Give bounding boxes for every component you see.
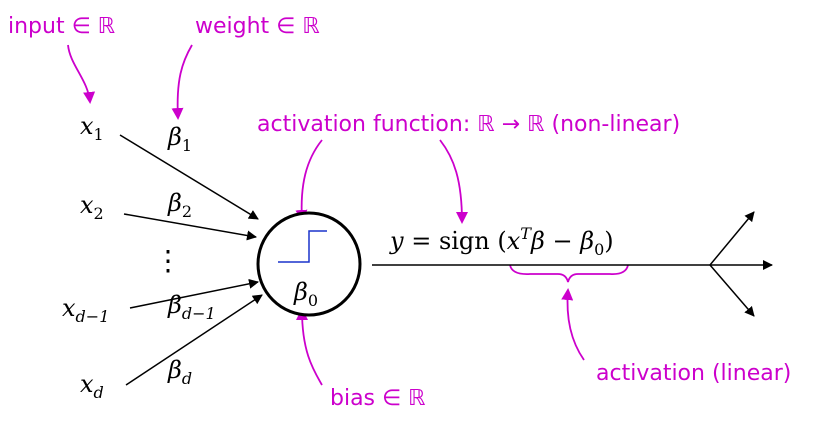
input-x1-label: x1 (80, 112, 104, 144)
step-function-icon (278, 230, 327, 263)
edge-x1 (119, 134, 259, 220)
output-arrow-down (709, 264, 755, 317)
edge-xd1 (129, 278, 259, 309)
neuron-node (256, 211, 362, 317)
edge-xd (125, 294, 263, 386)
input-dots: ⋮ (154, 244, 182, 277)
annotation-input: input ∈ ℝ (8, 14, 115, 39)
edge-x2 (123, 213, 257, 241)
annotation-bias: bias ∈ ℝ (330, 386, 426, 411)
annotation-weight: weight ∈ ℝ (195, 14, 320, 39)
input-xd1-label: xd−1 (62, 294, 109, 326)
activation-linear-arrow (561, 288, 585, 361)
bias-symbol: β0 (293, 278, 318, 310)
input-xd-label: xd (80, 370, 104, 402)
weight-bd1-label: βd−1 (167, 291, 216, 323)
weight-annotation-arrow (171, 44, 193, 120)
weight-b1-label: β1 (167, 123, 192, 155)
weight-b2-label: β2 (167, 189, 192, 221)
weight-bd-label: βd (167, 356, 192, 388)
output-arrow-up (709, 211, 755, 266)
activation-function-arrow-left (295, 139, 323, 222)
annotation-activation-function: activation function: ℝ → ℝ (non-linear) (257, 112, 680, 137)
input-annotation-arrow (67, 44, 96, 104)
input-x2-label: x2 (80, 191, 104, 223)
bias-annotation-arrow (296, 308, 323, 386)
annotation-activation-linear: activation (linear) (596, 361, 791, 386)
output-equation: y = sign (xTβ − β0) (389, 224, 614, 259)
activation-function-arrow-right (439, 139, 468, 224)
linear-activation-brace (509, 264, 629, 283)
